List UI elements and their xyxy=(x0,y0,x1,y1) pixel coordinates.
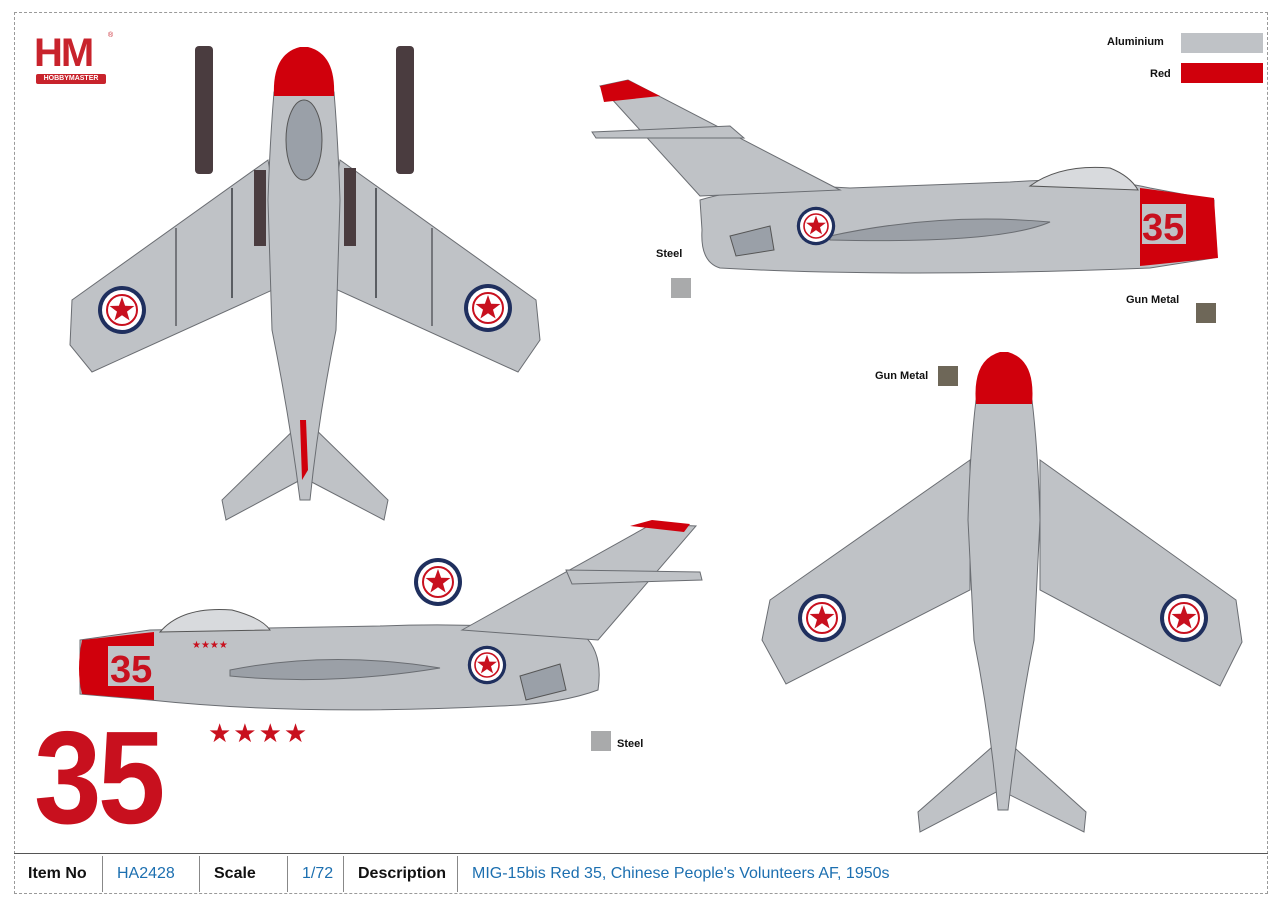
footer-description-label: Description xyxy=(344,856,458,892)
callout-gun-metal-right: Gun Metal xyxy=(1126,294,1180,306)
callout-gun-metal-bottom: Gun Metal xyxy=(875,370,929,382)
side-view-left-number: 35 xyxy=(110,649,152,691)
top-view-fuselage xyxy=(267,91,341,501)
swatch-gun-metal-bottom xyxy=(938,366,958,386)
top-view-red-nose xyxy=(273,47,335,96)
callout-steel-bottom: Steel xyxy=(617,738,644,750)
bottom-view-wing-right xyxy=(1039,459,1243,687)
red-star-roundel-icon xyxy=(413,557,463,607)
big-fuselage-number: 35 xyxy=(34,704,165,851)
bottom-view-wing-left xyxy=(761,459,971,685)
footer-scale-value: 1/72 xyxy=(288,856,344,892)
logo-registered: ® xyxy=(108,32,114,39)
logo-subtitle: HOBBYMASTER xyxy=(36,74,106,84)
side-view-left-small-stars: ★★★★ xyxy=(192,640,228,651)
victory-stars: ★★★★ xyxy=(208,718,310,748)
dashed-border xyxy=(14,12,1268,894)
red-star-roundel-icon xyxy=(1159,593,1209,643)
red-star-roundel-icon xyxy=(463,283,513,333)
footer-description-value: MIG-15bis Red 35, Chinese People's Volun… xyxy=(472,865,890,882)
red-star-roundel-icon xyxy=(466,644,508,686)
side-view-right-number: 35 xyxy=(1142,207,1184,249)
footer-item-label: Item No xyxy=(14,856,103,892)
red-star-roundel-icon xyxy=(797,593,847,643)
footer-scale-label: Scale xyxy=(200,856,288,892)
hobbymaster-logo-icon: HM HOBBYMASTER ® xyxy=(32,30,114,86)
top-view-droptank-left xyxy=(195,46,213,174)
bottom-view-fuselage xyxy=(967,399,1041,811)
spec-footer: Item No HA2428 Scale 1/72 Description MI… xyxy=(14,853,1268,893)
footer-item-value: HA2428 xyxy=(103,856,200,892)
swatch-gun-metal-right xyxy=(1196,303,1216,323)
top-view-droptank-right xyxy=(396,46,414,174)
red-star-roundel-icon xyxy=(97,285,147,335)
swatch-steel-bottom xyxy=(591,731,611,751)
legend-aluminium-label: Aluminium xyxy=(1107,36,1164,48)
bottom-view-red-nose xyxy=(975,352,1033,404)
legend-aluminium-swatch xyxy=(1181,33,1263,53)
swatch-steel-top xyxy=(671,278,691,298)
legend-red-swatch xyxy=(1181,63,1263,83)
logo-mark: HM xyxy=(34,31,94,75)
top-view-canopy xyxy=(285,99,323,181)
callout-steel-top: Steel xyxy=(656,248,683,260)
red-star-roundel-icon xyxy=(796,206,837,246)
legend-red-label: Red xyxy=(1150,68,1171,80)
